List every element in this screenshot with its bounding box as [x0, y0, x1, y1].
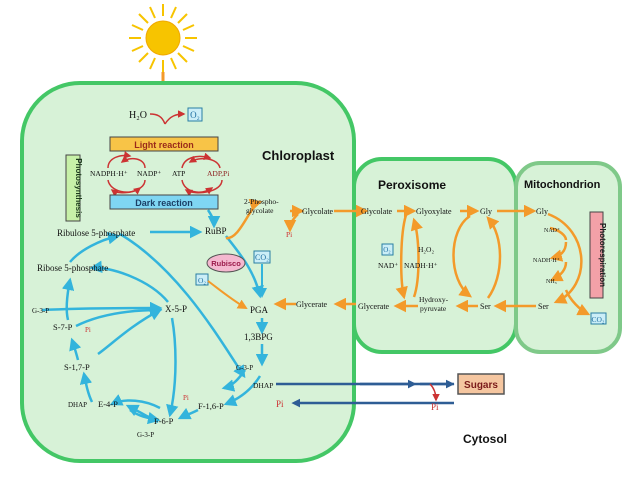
photosynthesis-label: Photosynthesis: [74, 158, 83, 218]
dhap-label: DHAP: [253, 381, 273, 390]
h2o2-label: H₂O₂: [418, 245, 434, 254]
h2o-arrow: [149, 113, 166, 125]
o2-per-box: [381, 243, 394, 256]
g3p-b-label: G-3-P: [137, 431, 154, 439]
dark-reaction-box: [109, 194, 219, 210]
o2-rubisco-label: O₂: [198, 276, 206, 285]
photorespiration-arrows: [225, 198, 591, 316]
atp-label: ATP: [172, 169, 185, 178]
f16p-label: F-1,6-P: [198, 401, 224, 411]
pga-label: PGA: [250, 305, 269, 315]
o2-label: O₂: [190, 110, 200, 120]
bpg-label: 1,3BPG: [244, 332, 273, 342]
pi-cytosol-label: Pi: [431, 402, 439, 412]
hydroxypyruvate-label: Hydroxy-pyruvate: [419, 295, 449, 313]
light-reaction-label: Light reaction: [134, 140, 194, 150]
nadh-mit-label: NADH·H⁺: [533, 257, 560, 264]
s17p-label: S-1,7-P: [64, 362, 90, 372]
rubisco-enzyme: [206, 253, 246, 273]
sugars-label: Sugars: [464, 380, 498, 391]
dark-reaction-label: Dark reaction: [135, 198, 193, 208]
glycolate-per-label: Glycolate: [361, 207, 393, 216]
nadh-per-label: NADH·H⁺: [404, 261, 438, 270]
adp-pi-label: ADP,Pi: [207, 169, 229, 178]
photosynthesis-box: [65, 154, 81, 222]
co2-mit-label: CO₂: [591, 315, 604, 324]
o2-arrow: [164, 110, 186, 125]
h2o-label: H₂O: [129, 110, 147, 121]
nh3-label: NH₃: [546, 279, 557, 285]
pi-export-label: Pi: [276, 399, 284, 409]
o2-box: [187, 107, 203, 122]
ser-per-label: Ser: [480, 302, 491, 311]
co2-label: CO₂: [255, 253, 269, 262]
rubisco-label: Rubisco: [211, 259, 241, 268]
mitochondrion-label: Mitochondrion: [524, 179, 601, 191]
gly-mit-label: Gly: [536, 207, 548, 216]
peroxisome-label: Peroxisome: [378, 178, 446, 192]
ribulose-5p-label: Ribulose 5-phosphate: [57, 228, 135, 238]
nadp-label: NADP⁺: [137, 169, 161, 178]
co2-mit-box: [590, 312, 607, 325]
sun-icon: [129, 4, 197, 72]
co2-box: [253, 250, 271, 264]
rubp-label: RuBP: [205, 226, 227, 236]
nad-mit-label: NAD⁺: [544, 227, 560, 234]
sugars-box: [457, 373, 505, 395]
light-reaction-box: [109, 136, 219, 152]
g3p-a-label: G-3-P: [236, 364, 253, 372]
ribose-5p-label: Ribose 5-phosphate: [37, 263, 108, 273]
phosphoglycolate-label: 2-Phospho-glycolate: [244, 197, 279, 215]
gly-per-label: Gly: [480, 207, 492, 216]
glyoxylate-label: Glyoxylate: [416, 207, 452, 216]
chloroplast-label: Chloroplast: [262, 148, 335, 163]
nadph-label: NADPH·H⁺: [90, 169, 128, 178]
photorespiration-box: [589, 211, 604, 299]
glycerate-chl-label: Glycerate: [296, 300, 328, 309]
g3p-c-label: G-3-P: [32, 307, 49, 315]
s7p-label: S-7-P: [53, 322, 73, 332]
o2-rubisco-arrow: [207, 280, 248, 309]
glycerate-per-label: Glycerate: [358, 302, 390, 311]
x5p-label: X-5-P: [165, 304, 187, 314]
mitochondrion-membrane: [514, 161, 622, 354]
pi-f16p-label: Pi: [183, 394, 189, 402]
pi-s7p-label: Pi: [85, 326, 91, 334]
pi-pg-label: Pi: [286, 230, 292, 239]
dhap-b-label: DHAP: [68, 401, 87, 409]
o2-per-label: O₂: [383, 246, 391, 254]
cytosol-label: Cytosol: [463, 432, 507, 446]
f6p-label: F-6-P: [154, 416, 174, 426]
ser-mit-label: Ser: [538, 302, 549, 311]
cofactor-cycles: [107, 151, 223, 197]
export-arrows: [276, 379, 455, 408]
glycolate-chl-label: Glycolate: [302, 207, 334, 216]
photorespiration-label: Photorespiration: [598, 223, 607, 287]
o2-rubisco-box: [195, 273, 209, 286]
nad-per-label: NAD⁺: [378, 261, 398, 270]
e4p-label: E-4-P: [98, 399, 118, 409]
